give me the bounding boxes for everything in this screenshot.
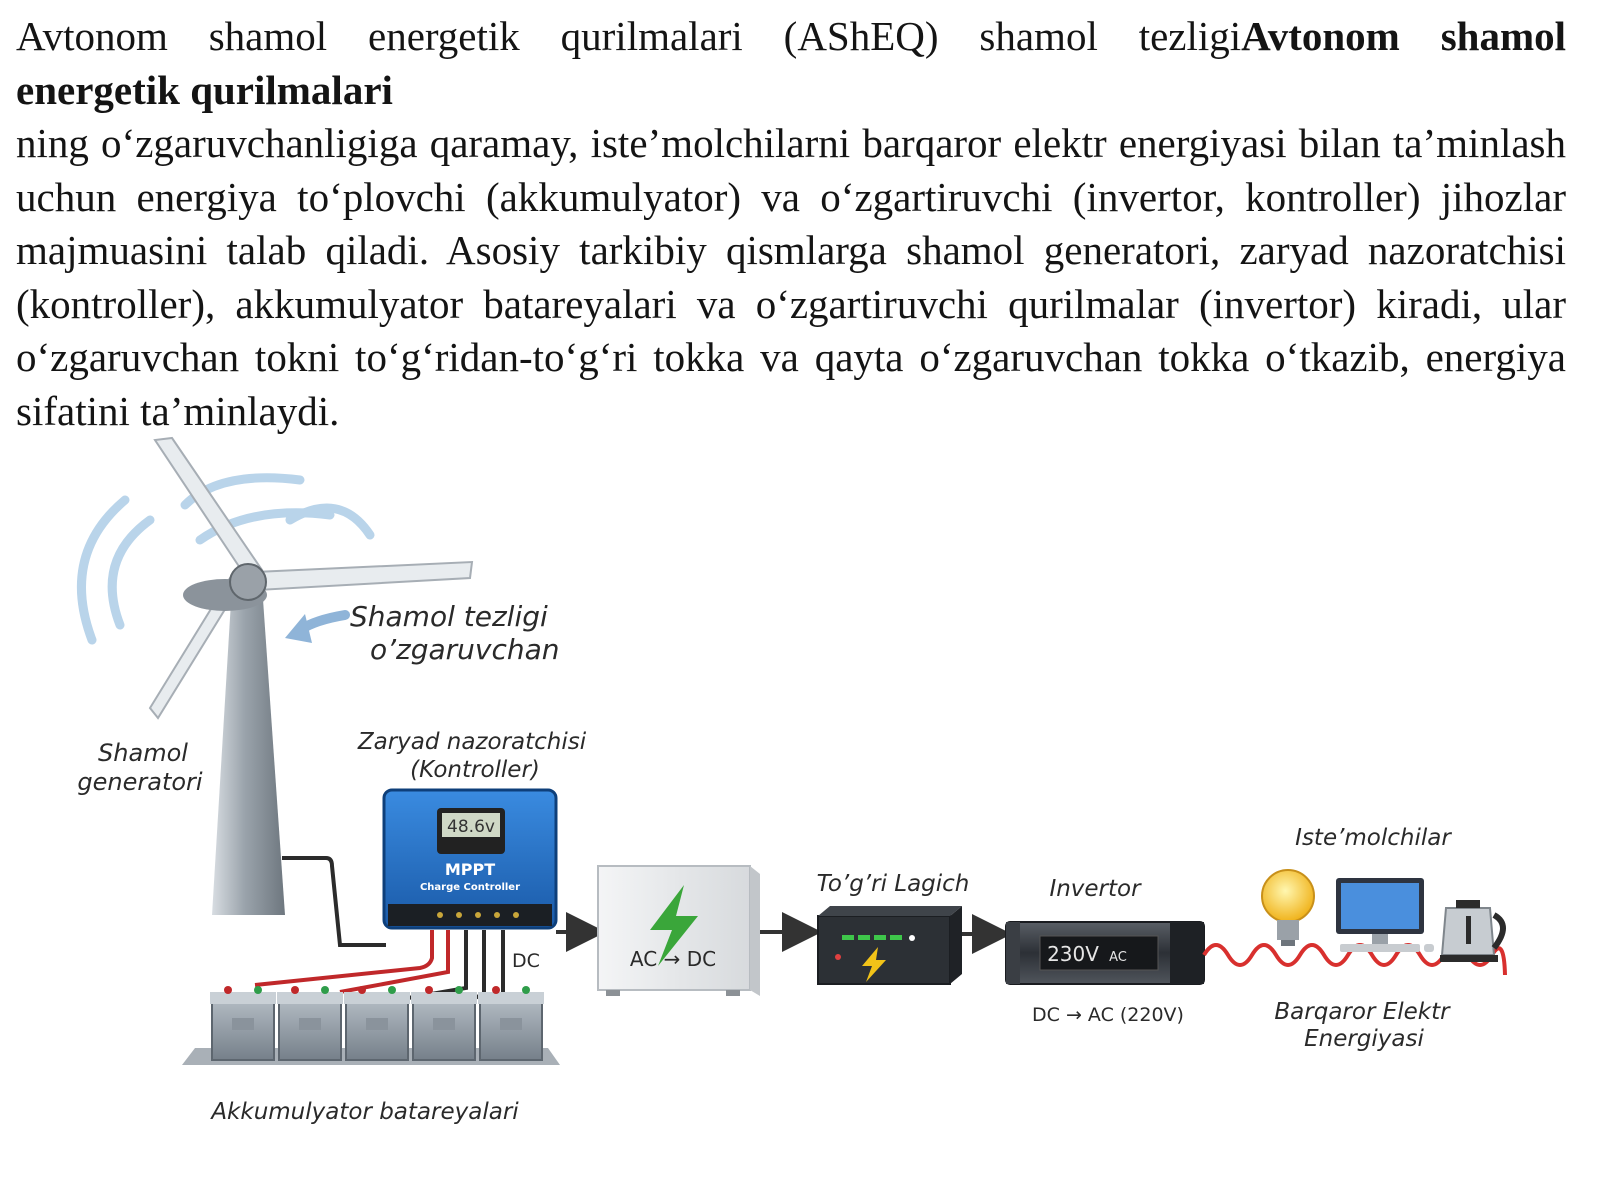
inverter-unit: 230V AC xyxy=(1005,921,1205,985)
dc-label: DC xyxy=(512,950,540,972)
battery-5 xyxy=(478,986,544,1061)
rectifier-box: AC → DC xyxy=(597,865,760,996)
wind-direction-arrow xyxy=(285,610,350,643)
charge-controller: 48.6v MPPT Charge Controller xyxy=(382,788,558,930)
generator-label-line2: generatori xyxy=(77,768,203,796)
regulator-unit xyxy=(817,906,962,985)
battery-2 xyxy=(277,986,343,1061)
controller-label-line2: (Kontroller) xyxy=(410,757,540,783)
battery-bank xyxy=(182,986,560,1065)
wind-speed-label-line1: Shamol tezligi xyxy=(350,600,548,633)
rectifier-box-label: AC → DC xyxy=(630,947,716,971)
controller-label-line1: Zaryad nazoratchisi xyxy=(357,729,587,755)
battery-1 xyxy=(210,986,276,1061)
stable-energy-label-line2: Energiyasi xyxy=(1304,1026,1424,1052)
lightbulb-icon xyxy=(1261,869,1315,946)
turbine-blades xyxy=(148,436,474,720)
computer-icon xyxy=(1336,878,1434,952)
generator-label-line1: Shamol xyxy=(98,739,188,767)
turbine-hub xyxy=(229,563,267,601)
stable-energy-label-line1: Barqaror Elektr xyxy=(1274,999,1451,1025)
wind-swirls xyxy=(76,473,375,645)
battery-4 xyxy=(411,986,477,1061)
batteries-label: Akkumulyator batareyalari xyxy=(209,1099,519,1125)
paragraph-body: ning o‘zgaruvchanligiga qaramay, iste’mo… xyxy=(16,120,1566,434)
battery-3 xyxy=(344,986,410,1061)
lightning-icon xyxy=(650,885,698,966)
inverter-caption: DC → AC (220V) xyxy=(1032,1004,1184,1026)
inverter-label: Invertor xyxy=(1049,876,1142,902)
turbine-tower xyxy=(212,585,285,915)
controller-display-value: 48.6v xyxy=(447,817,495,837)
regulator-lightning-icon xyxy=(862,947,886,982)
wind-speed-label-line2: o’zgaruvchan xyxy=(370,633,560,666)
regulator-label: To’g’ri Lagich xyxy=(817,871,970,897)
paragraph-line-2: energetik qurilmalari xyxy=(16,66,393,113)
consumers-label: Iste’molchilar xyxy=(1295,825,1452,851)
intro-paragraph: Avtonom shamol energetik qurilmalari (AS… xyxy=(16,10,1566,438)
inverter-display-unit: AC xyxy=(1109,950,1127,965)
kettle-icon xyxy=(1440,900,1506,962)
inverter-display-main: 230V xyxy=(1047,942,1099,966)
paragraph-line-1: Avtonom shamol energetik qurilmalari (AS… xyxy=(16,13,1566,59)
controller-subtitle: Charge Controller xyxy=(420,882,520,893)
controller-brand: MPPT xyxy=(445,860,495,879)
